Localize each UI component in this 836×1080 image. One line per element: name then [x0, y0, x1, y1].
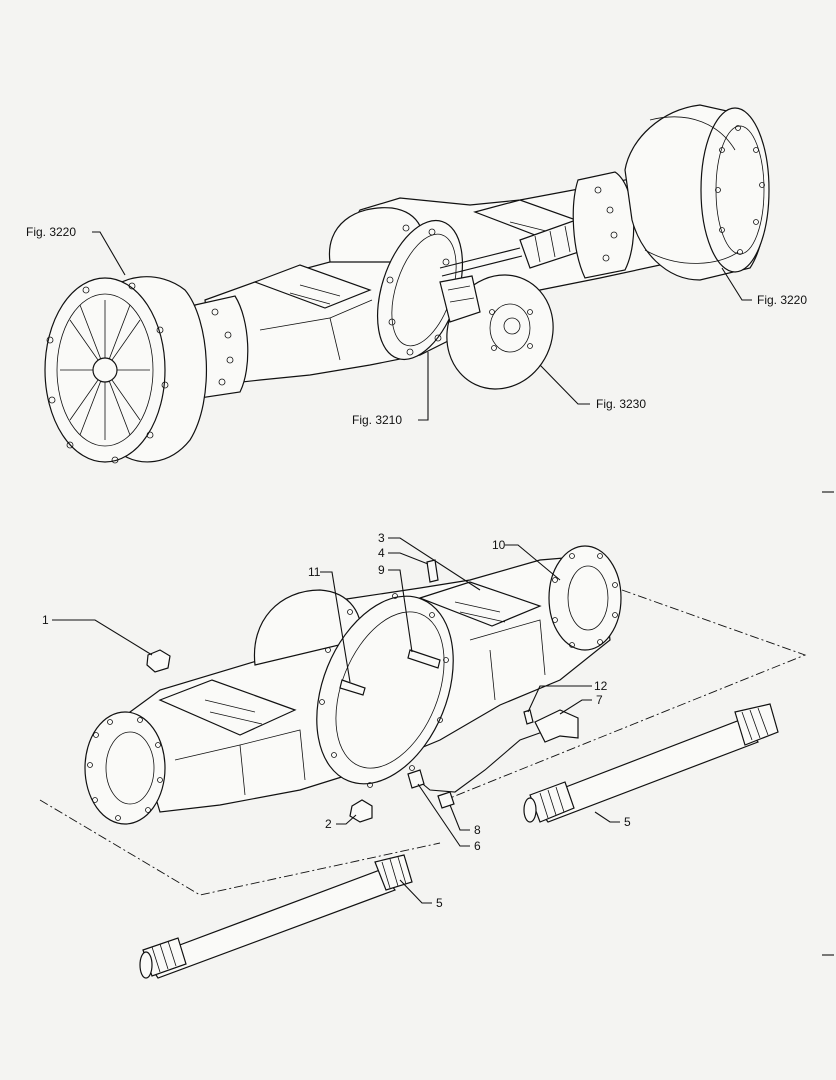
- callout-6: 6: [474, 839, 481, 853]
- fitting-8: [437, 791, 455, 809]
- callout-5-left: 5: [436, 896, 443, 910]
- upper-spring-pad-left: [253, 264, 372, 309]
- brake-pipe-6: [417, 729, 549, 793]
- callout-2: 2: [325, 817, 332, 831]
- leader-2: [336, 814, 357, 825]
- bracket-7: [534, 709, 579, 743]
- leader-6: [417, 783, 470, 847]
- fitting-6: [407, 769, 425, 789]
- lower-diff-opening-flange: [316, 593, 454, 788]
- plug-2: [349, 799, 373, 823]
- upper-right-hub-flange: [572, 171, 635, 279]
- callout-1: 1: [42, 613, 49, 627]
- stud-11: [339, 679, 366, 696]
- leader-5-right: [594, 811, 620, 823]
- leader-11: [320, 571, 351, 683]
- lower-spring-pad-right: [418, 581, 542, 627]
- leader-8: [449, 804, 470, 831]
- leader-fig3230: [539, 364, 590, 405]
- breather-4: [426, 559, 439, 583]
- leader-fig3220-left: [92, 231, 126, 276]
- axle-shaft-5-right: [523, 703, 779, 823]
- upper-left-wheel-hub: [44, 276, 208, 464]
- callout-10: 10: [492, 538, 506, 552]
- callout-9: 9: [378, 563, 385, 577]
- callout-11: 11: [308, 565, 321, 579]
- screw-12: [523, 709, 534, 725]
- callout-7: 7: [596, 693, 603, 707]
- leader-10: [505, 544, 561, 581]
- leader-fig3210: [418, 352, 429, 421]
- upper-diff-flange: [376, 219, 464, 361]
- callout-5-right: 5: [624, 815, 631, 829]
- axle-shaft-5-left: [139, 854, 413, 979]
- callout-fig3220-left: Fig. 3220: [26, 225, 76, 239]
- lower-spring-pad-left: [158, 679, 297, 736]
- upper-right-wheel-hub: [624, 104, 770, 281]
- leader-7: [559, 699, 592, 715]
- callout-4: 4: [378, 546, 385, 560]
- lower-left-end-flange: [84, 711, 166, 825]
- callout-fig3210: Fig. 3210: [352, 413, 402, 427]
- lower-right-end-flange: [548, 545, 622, 651]
- leader-fig3220-right: [721, 267, 752, 301]
- leader-5-left: [399, 879, 432, 904]
- upper-axle-assembly: Fig. 3220 Fig. 3220 Fig. 3210 Fig. 3230: [26, 104, 807, 464]
- lower-axle-assembly: 1 2 3 4 5 5 6 7 8 9 10 11 12: [39, 531, 807, 979]
- leader-3: [388, 537, 481, 591]
- alignment-line-right: [444, 589, 807, 801]
- callout-12: 12: [594, 679, 608, 693]
- upper-brake-disc: [439, 274, 554, 390]
- stud-9: [407, 649, 441, 669]
- leader-12: [527, 685, 592, 713]
- callout-3: 3: [378, 531, 385, 545]
- callout-8: 8: [474, 823, 481, 837]
- plug-1: [146, 649, 171, 673]
- leader-4: [388, 552, 429, 565]
- callout-fig3220-right: Fig. 3220: [757, 293, 807, 307]
- callout-fig3230: Fig. 3230: [596, 397, 646, 411]
- leader-1: [52, 619, 153, 656]
- leader-9: [388, 569, 413, 653]
